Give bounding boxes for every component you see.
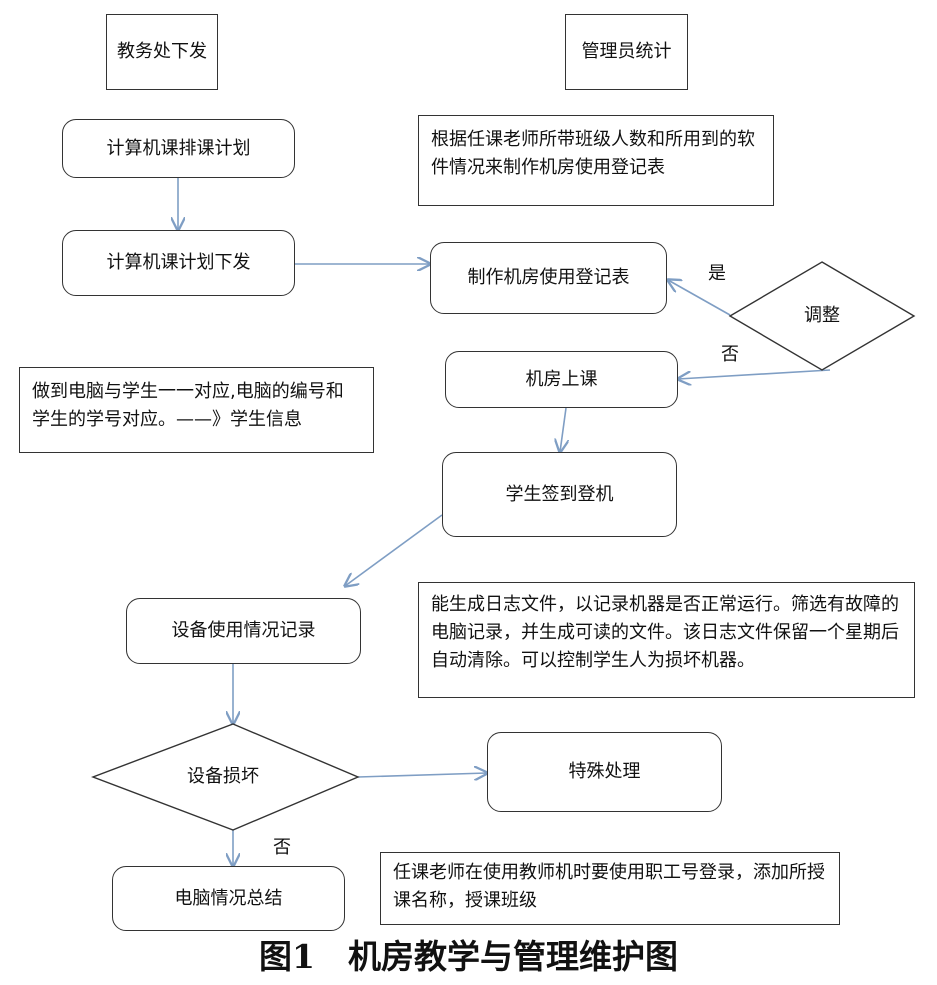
header-academic-office: 教务处下发 (106, 14, 218, 90)
node-student-signin: 学生签到登机 (442, 452, 677, 537)
decision-device-damage-label: 设备损坏 (187, 766, 259, 787)
node-pc-summary: 电脑情况总结 (112, 866, 345, 931)
edge-label-no-adjust: 否 (721, 344, 739, 365)
node-special-handling: 特殊处理 (487, 732, 722, 812)
decision-adjust-shape (728, 261, 916, 371)
note-register: 根据任课老师所带班级人数和所用到的软件情况来制作机房使用登记表 (418, 115, 774, 206)
arrow-signin-to-record (345, 514, 443, 586)
arrow-damage-to-special (357, 773, 487, 777)
arrow-adjust-yes (668, 280, 731, 316)
edge-label-yes: 是 (708, 263, 726, 284)
node-make-register: 制作机房使用登记表 (430, 242, 667, 314)
node-plan-issue: 计算机课计划下发 (62, 230, 295, 296)
node-schedule-plan: 计算机课排课计划 (62, 119, 295, 178)
note-teacher: 任课老师在使用教师机时要使用职工号登录，添加所授课名称，授课班级 (380, 852, 840, 925)
figure-caption: 图1 机房教学与管理维护图 (259, 937, 678, 976)
note-log: 能生成日志文件，以记录机器是否正常运行。筛选有故障的电脑记录，并生成可读的文件。… (418, 582, 915, 698)
note-mapping: 做到电脑与学生一一对应,电脑的编号和学生的学号对应。——》学生信息 (19, 367, 374, 453)
node-device-record: 设备使用情况记录 (126, 598, 361, 664)
decision-device-damage-shape (91, 723, 360, 831)
arrow-adjust-no (678, 369, 831, 379)
edge-label-no-damage: 否 (273, 837, 291, 858)
header-admin-stats: 管理员统计 (565, 14, 688, 90)
node-lab-class: 机房上课 (445, 351, 678, 408)
arrow-class-to-signin (560, 407, 566, 452)
decision-adjust-label: 调整 (804, 305, 840, 326)
